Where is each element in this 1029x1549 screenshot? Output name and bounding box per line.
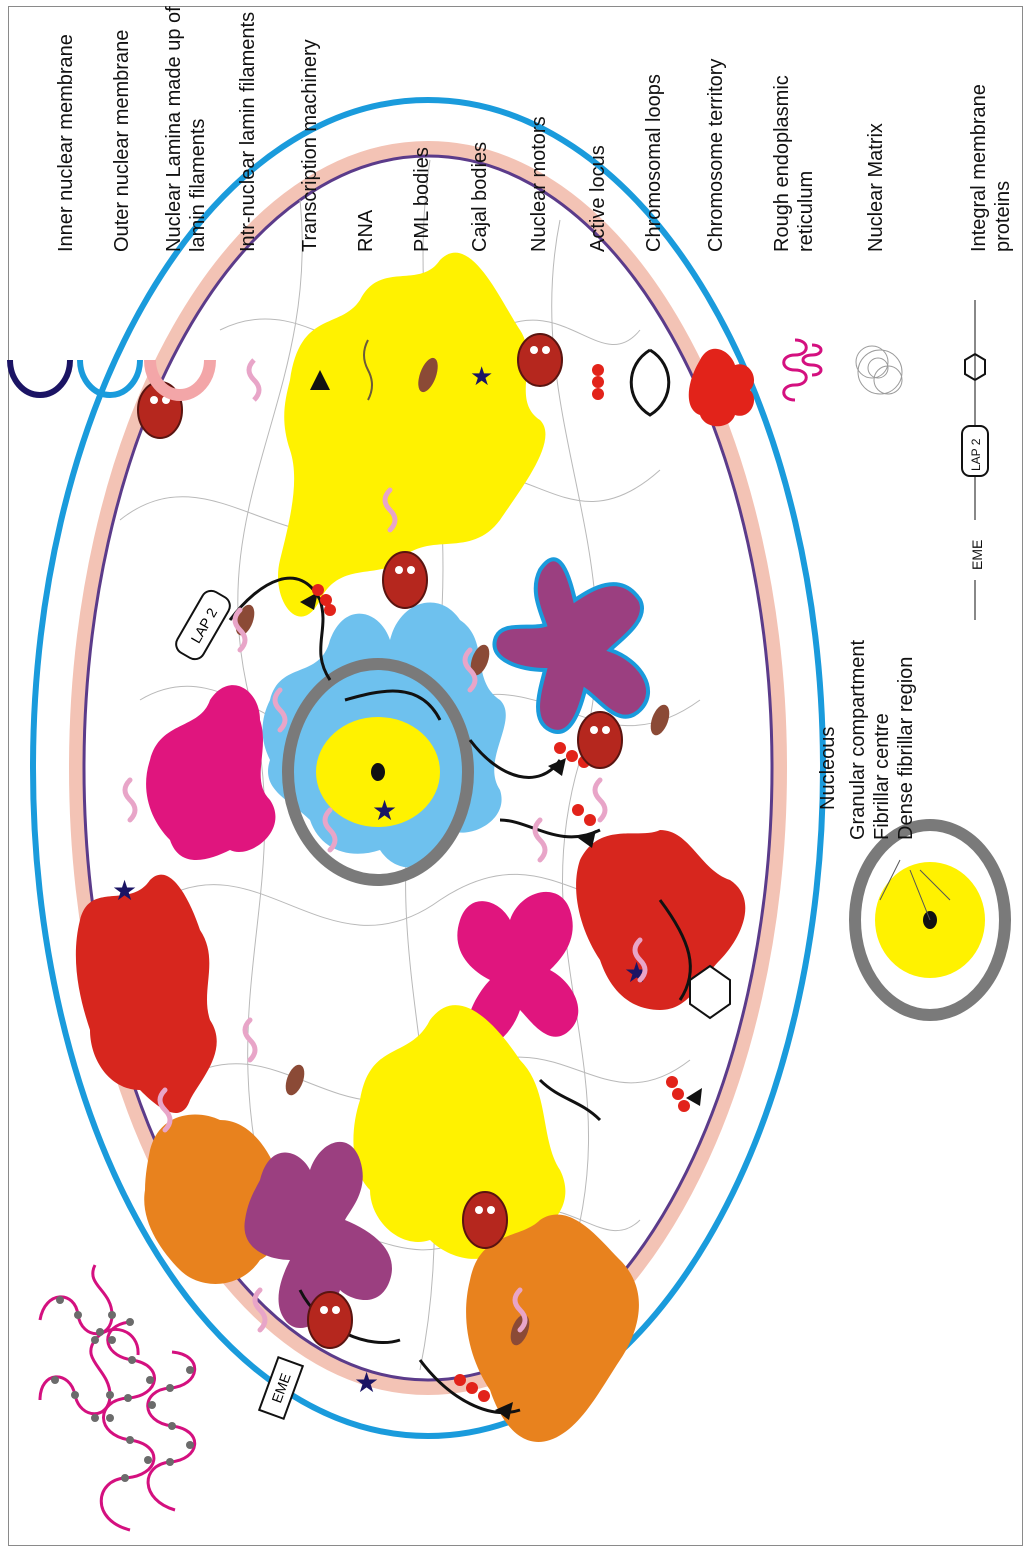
legend-er-symbol (784, 340, 821, 400)
legend-pml-label: PML bodies (411, 147, 433, 252)
legend-transcription-label: Transcription machinery (299, 39, 321, 252)
legend-inner-membrane-label: Inner nuclear membrane (55, 34, 77, 252)
legend-matrix-label: Nuclear Matrix (865, 123, 887, 252)
legend-motor-label: Nuclear motors (528, 116, 550, 252)
legend-motor-symbol (518, 334, 562, 386)
nucleolus-part-1: Granular compartment (847, 639, 869, 840)
legend-outer-membrane-label: Outer nuclear membrane (111, 30, 133, 252)
legend-territory-label: Chromosome territory (705, 59, 727, 252)
legend-eme-label: EME (969, 540, 985, 570)
legend-inner-membrane-symbol (10, 360, 70, 395)
legend-cajal-symbol: ★ (470, 361, 493, 391)
legend-rna-label: RNA (355, 209, 377, 252)
legend-integral-label: Integral membrane (968, 84, 990, 252)
svg-text:★: ★ (372, 795, 397, 826)
svg-text:★: ★ (354, 1367, 379, 1398)
legend-cajal-label: Cajal bodies (469, 142, 491, 252)
nucleolus-text: Nucleous Granular compartment Fibrillar … (817, 639, 917, 840)
legend-er-label: Rough endoplasmic (771, 75, 793, 252)
legend-lap2-label: LAP 2 (969, 438, 983, 471)
rough-er-drawing (40, 1265, 195, 1530)
legend-lamina-label-2: lamin filaments (187, 119, 209, 252)
legend-loop-label: Chromosomal loops (643, 74, 665, 252)
nucleolus-part-2: Fibrillar centre (871, 713, 893, 840)
legend-active-locus-symbol (592, 364, 604, 400)
svg-text:★: ★ (112, 875, 137, 906)
legend-er-label-2: reticulum (795, 171, 817, 252)
nucleolus-title: Nucleous (817, 727, 839, 810)
legend-nucleolus (855, 825, 1005, 1015)
legend-lamina-label: Nuclear Lamina made up of (163, 6, 185, 252)
legend-integral-label-2: proteins (992, 181, 1014, 252)
legend-intranuclear-lamin-label: Intr-nuclear lamin filaments (237, 12, 259, 252)
nucleolus-part-3: Dense fibrillar region (895, 657, 917, 840)
cell-eme-tag: EME (259, 1357, 303, 1419)
legend-matrix-symbol (856, 346, 902, 394)
legend-active-locus-label: Active locus (587, 145, 609, 252)
